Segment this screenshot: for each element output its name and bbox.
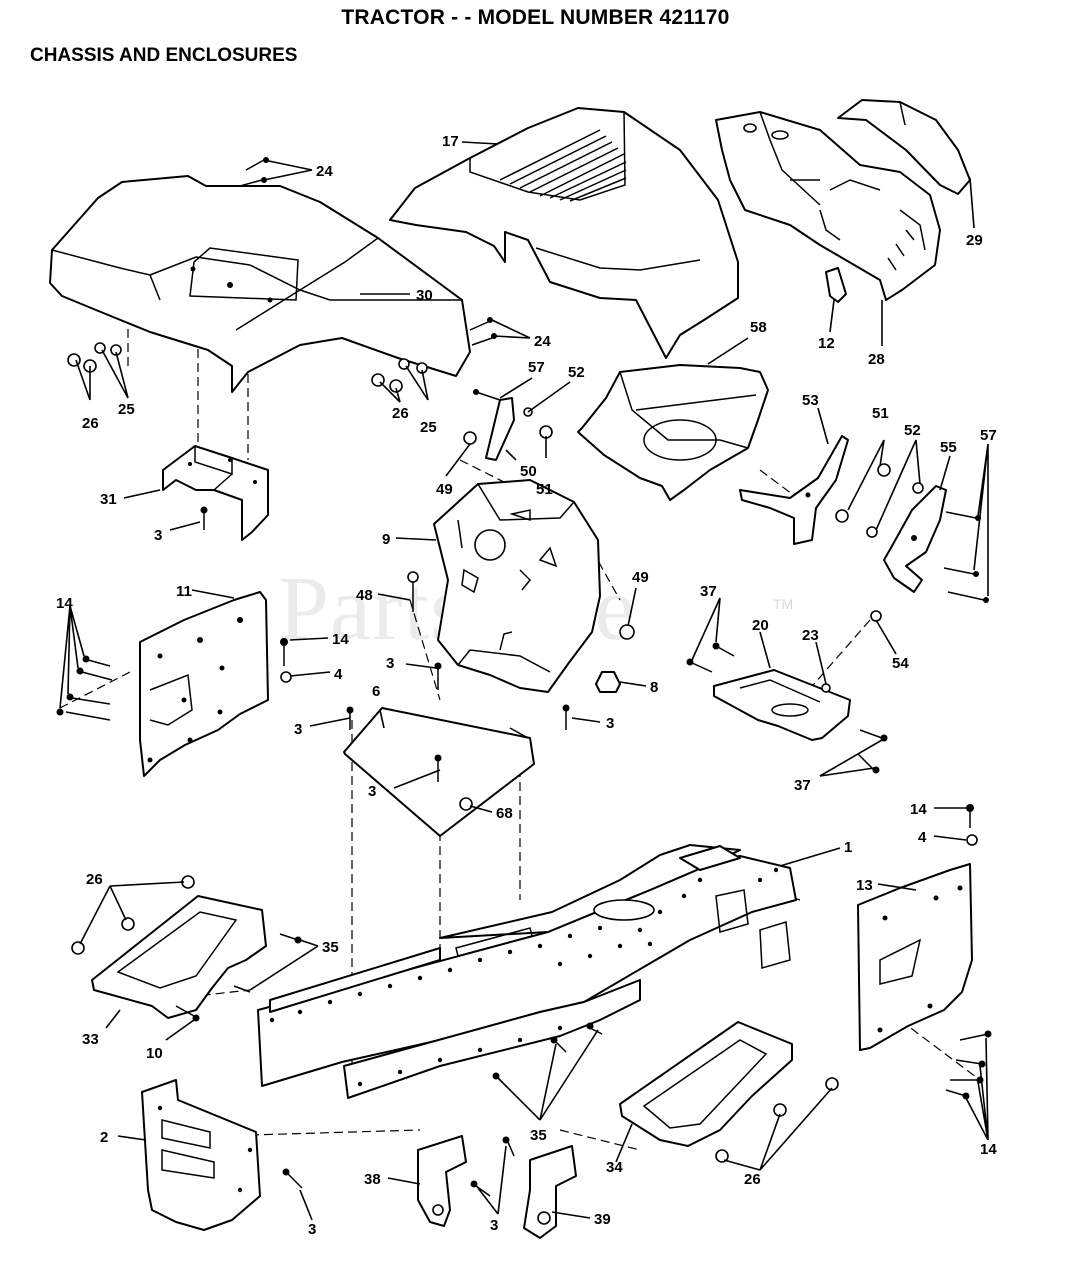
label-14: 14 — [910, 801, 927, 818]
label-52: 52 — [568, 364, 585, 381]
label-4: 4 — [334, 666, 343, 683]
label-35: 35 — [322, 939, 339, 956]
label-28: 28 — [868, 351, 885, 368]
label-24: 24 — [316, 163, 333, 180]
label-39: 39 — [594, 1211, 611, 1228]
label-58: 58 — [750, 319, 767, 336]
label-3: 3 — [308, 1221, 316, 1238]
part-28-grille[interactable] — [715, 111, 941, 301]
label-31: 31 — [100, 491, 117, 508]
label-14: 14 — [332, 631, 349, 648]
label-14: 14 — [56, 595, 73, 612]
label-38: 38 — [364, 1171, 381, 1188]
label-29: 29 — [966, 232, 983, 249]
label-1: 1 — [844, 839, 852, 856]
part-8-clip[interactable] — [595, 671, 621, 693]
label-30: 30 — [416, 287, 433, 304]
label-26: 26 — [392, 405, 409, 422]
label-12: 12 — [818, 335, 835, 352]
label-11: 11 — [176, 583, 192, 600]
label-3: 3 — [368, 783, 376, 800]
label-9: 9 — [382, 531, 390, 548]
label-34: 34 — [606, 1159, 623, 1176]
label-68: 68 — [496, 805, 513, 822]
part-6-plate[interactable] — [343, 707, 535, 837]
part-34-footrest[interactable] — [619, 1021, 793, 1147]
fasteners — [56, 157, 992, 1197]
label-26: 26 — [86, 871, 103, 888]
part-55-bracket[interactable] — [883, 485, 947, 593]
label-17: 17 — [442, 133, 459, 150]
label-4: 4 — [918, 829, 927, 846]
label-25: 25 — [118, 401, 135, 418]
label-52: 52 — [904, 422, 921, 439]
label-37: 37 — [794, 777, 811, 794]
label-53: 53 — [802, 392, 819, 409]
label-3: 3 — [606, 715, 614, 732]
label-20: 20 — [752, 617, 769, 634]
label-3: 3 — [154, 527, 162, 544]
label-13: 13 — [856, 877, 873, 894]
label-57: 57 — [980, 427, 997, 444]
section-title: CHASSIS AND ENCLOSURES — [30, 45, 298, 66]
label-35: 35 — [530, 1127, 547, 1144]
label-51: 51 — [872, 405, 889, 422]
label-8: 8 — [650, 679, 658, 696]
part-53-bracket[interactable] — [739, 435, 849, 545]
label-3: 3 — [386, 655, 394, 672]
part-58-dash-panel[interactable] — [577, 364, 769, 501]
part-12-latch[interactable] — [825, 267, 847, 303]
label-54: 54 — [892, 655, 909, 672]
label-10: 10 — [146, 1045, 163, 1062]
part-38-bracket[interactable] — [417, 1135, 467, 1227]
label-49: 49 — [436, 481, 453, 498]
label-50: 50 — [520, 463, 537, 480]
page-title: TRACTOR - - MODEL NUMBER 421170 — [341, 6, 730, 29]
part-17-hood[interactable] — [389, 107, 739, 359]
part-9-dash[interactable] — [433, 479, 601, 693]
part-11-side-panel[interactable] — [139, 591, 269, 777]
part-1-frame[interactable] — [257, 844, 797, 1099]
part-39-bracket[interactable] — [523, 1145, 577, 1239]
label-6: 6 — [372, 683, 380, 700]
label-37: 37 — [700, 583, 717, 600]
label-57: 57 — [528, 359, 545, 376]
label-3: 3 — [294, 721, 302, 738]
part-labels: 17 24 29 30 24 12 28 58 57 52 26 25 26 2… — [56, 133, 997, 1238]
label-55: 55 — [940, 439, 957, 456]
part-30-fender[interactable] — [49, 175, 471, 393]
label-23: 23 — [802, 627, 819, 644]
label-25: 25 — [420, 419, 437, 436]
part-13-side-panel[interactable] — [857, 863, 973, 1051]
label-51: 51 — [536, 481, 553, 498]
part-31-bracket[interactable] — [162, 445, 269, 541]
watermark-tm: TM — [773, 596, 794, 612]
label-24: 24 — [534, 333, 551, 350]
label-14: 14 — [980, 1141, 997, 1158]
leader-lines — [59, 141, 989, 1221]
part-33-footrest[interactable] — [91, 895, 267, 1019]
label-2: 2 — [100, 1129, 108, 1146]
label-49: 49 — [632, 569, 649, 586]
label-48: 48 — [356, 587, 373, 604]
part-20-support-plate[interactable] — [713, 669, 851, 741]
label-3: 3 — [490, 1217, 498, 1234]
part-2-bracket[interactable] — [141, 1079, 261, 1231]
label-33: 33 — [82, 1031, 99, 1048]
label-26: 26 — [744, 1171, 761, 1188]
label-26: 26 — [82, 415, 99, 432]
